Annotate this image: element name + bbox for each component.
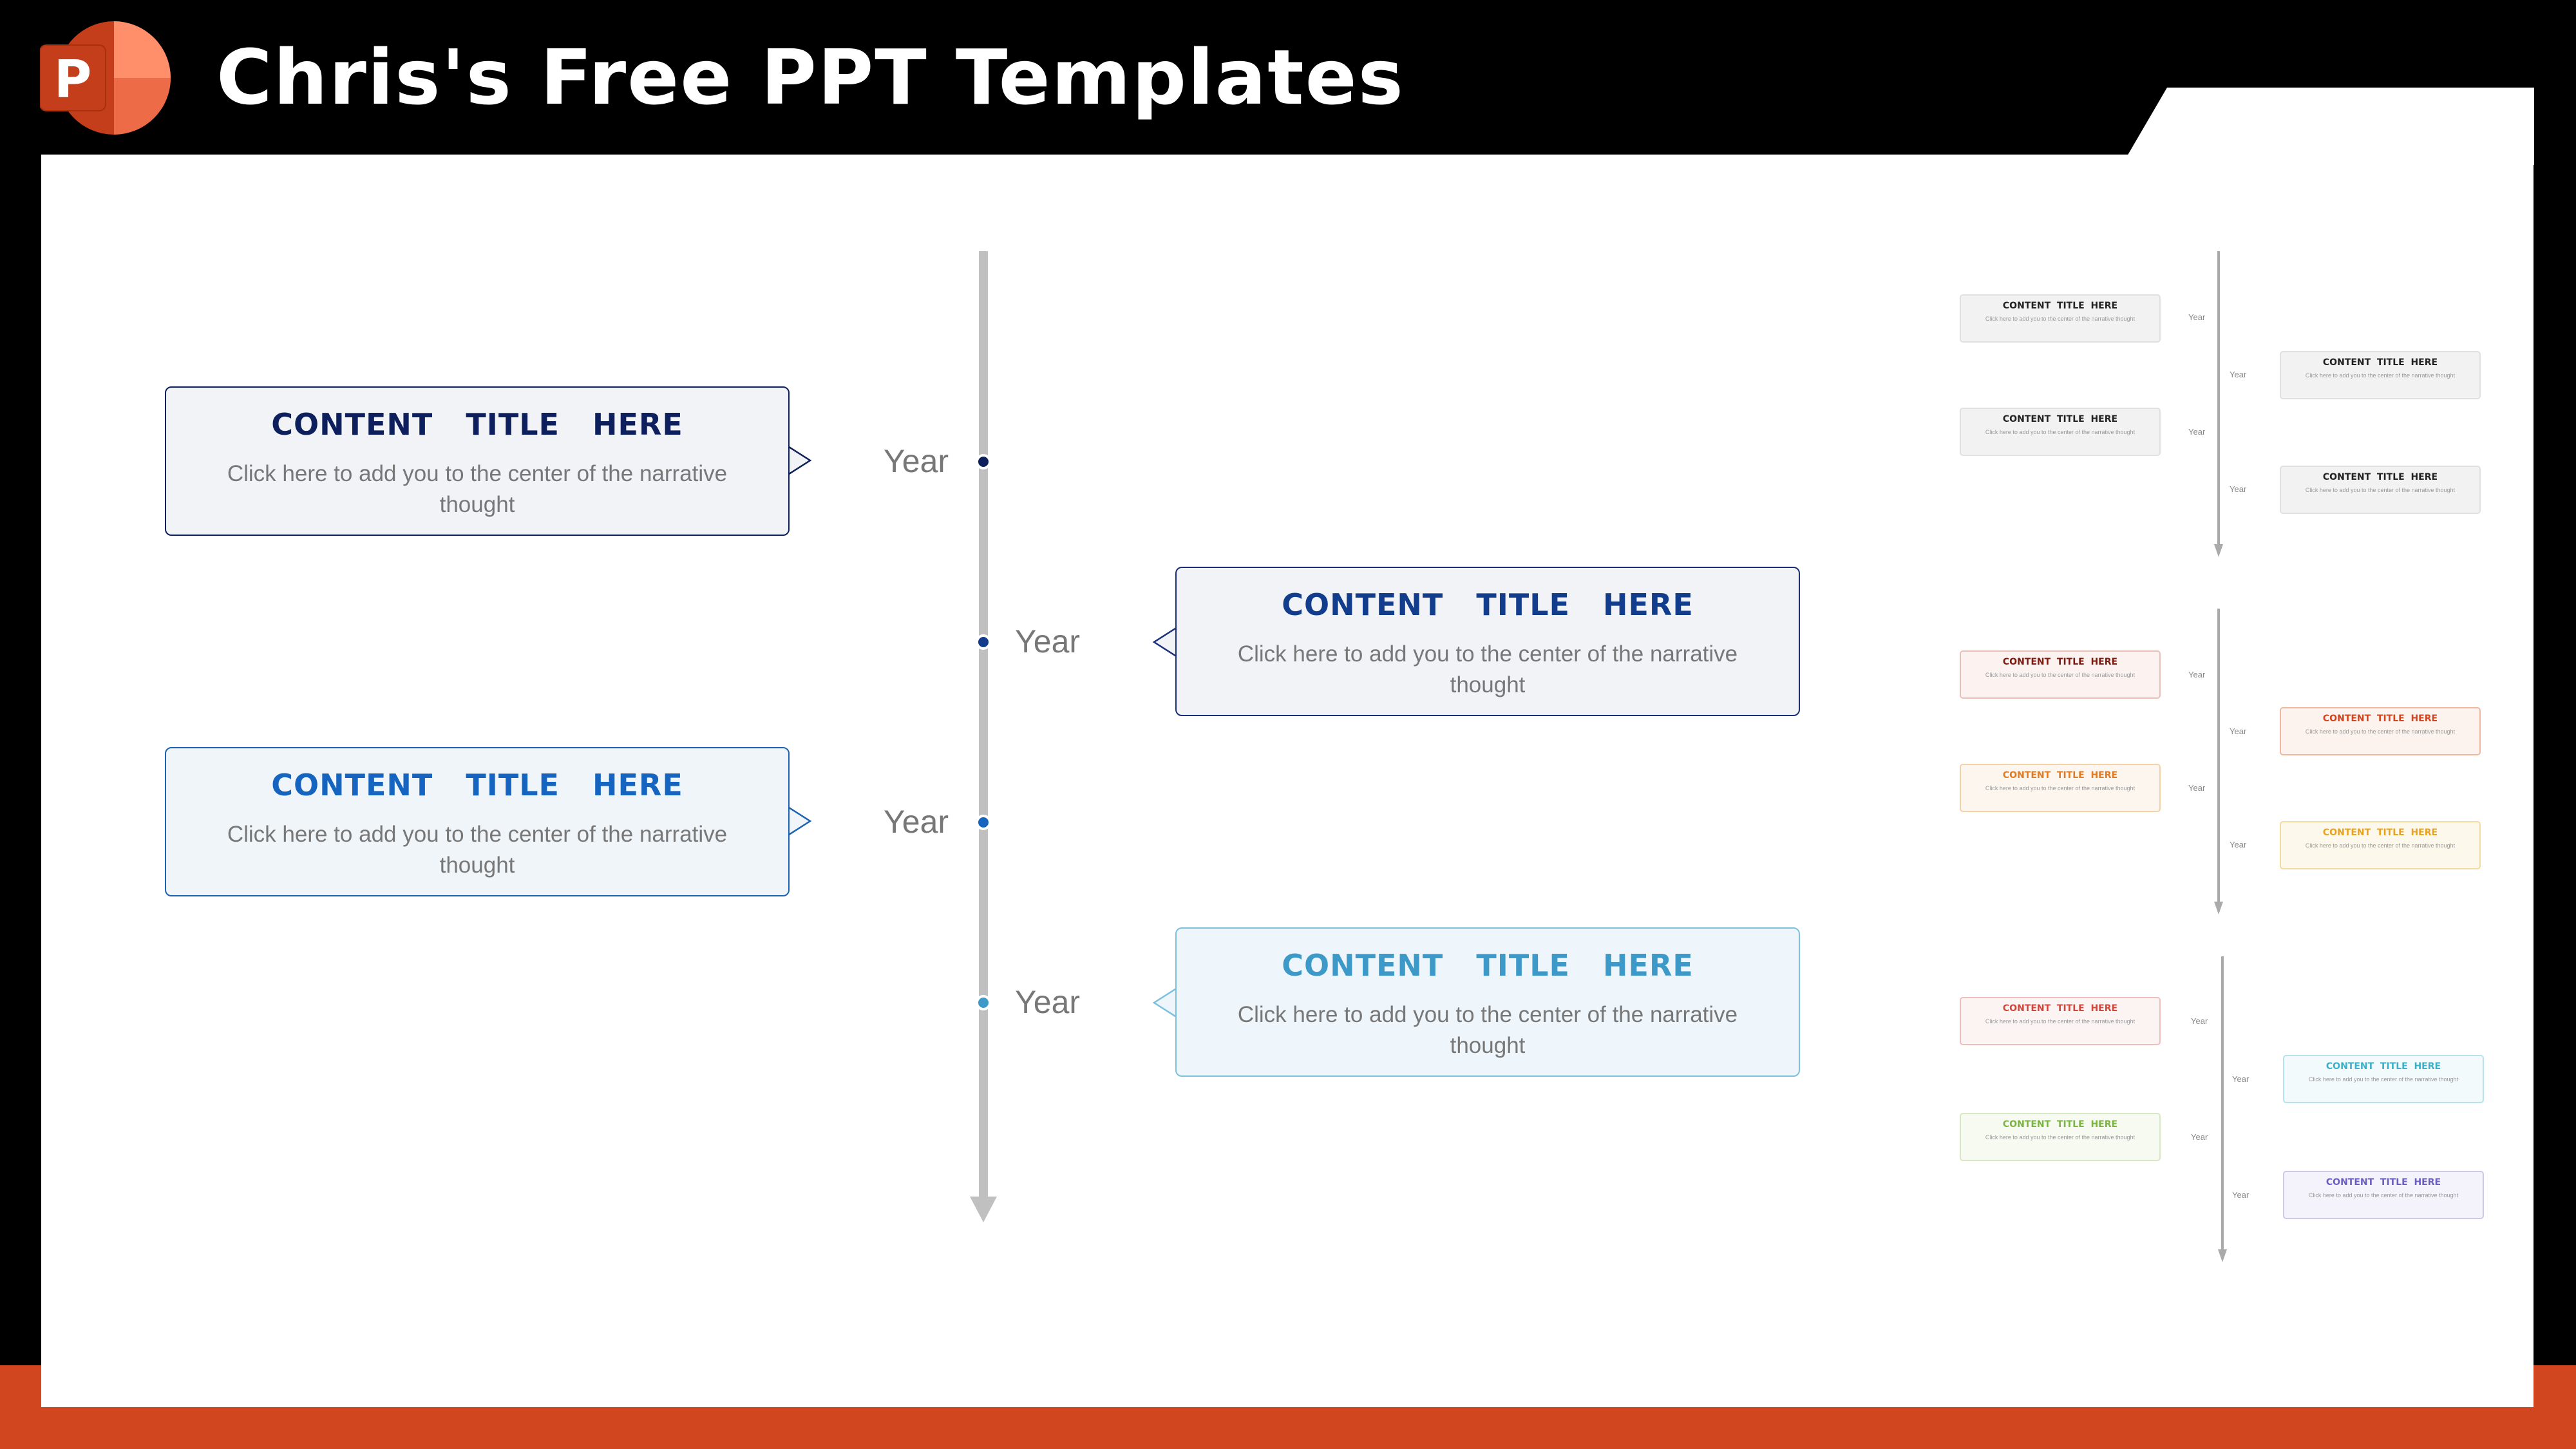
mini-timeline-axis xyxy=(2214,251,2223,557)
mini-card-title: CONTENT TITLE HERE xyxy=(2325,1177,2441,1188)
timeline-card[interactable]: CONTENT TITLE HERE Click here to add you… xyxy=(165,386,790,536)
mini-card[interactable]: CONTENT TITLE HERE Click here to add you … xyxy=(2280,466,2481,514)
mini-card[interactable]: CONTENT TITLE HERE Click here to add you … xyxy=(2280,351,2481,399)
mini-year: Year xyxy=(2191,1132,2208,1142)
card-title: CONTENT TITLE HERE xyxy=(271,407,683,442)
mini-card-title: CONTENT TITLE HERE xyxy=(2002,414,2118,424)
year-label: Year xyxy=(1015,984,1081,1020)
mini-card[interactable]: CONTENT TITLE HERE Click here to add you … xyxy=(2283,1171,2484,1219)
mini-year: Year xyxy=(2232,1074,2249,1084)
mini-card-text: Click here to add you to the center of t… xyxy=(1985,1018,2136,1025)
mini-card[interactable]: CONTENT TITLE HERE Click here to add you … xyxy=(1960,650,2161,699)
mini-card-text: Click here to add you to the center of t… xyxy=(1985,672,2136,678)
mini-card-title: CONTENT TITLE HERE xyxy=(2322,472,2438,482)
mini-card[interactable]: CONTENT TITLE HERE Click here to add you … xyxy=(1960,1113,2161,1161)
mini-year: Year xyxy=(2188,670,2206,679)
year-label: Year xyxy=(1015,623,1081,659)
mini-card-title: CONTENT TITLE HERE xyxy=(2002,657,2118,667)
card-title: CONTENT TITLE HERE xyxy=(1282,948,1694,983)
year-label: Year xyxy=(884,804,949,840)
card-text: Click here to add you to the center of t… xyxy=(227,822,728,878)
timeline-card[interactable]: CONTENT TITLE HERE Click here to add you… xyxy=(1175,927,1800,1077)
main-timeline-axis xyxy=(970,251,997,1222)
mini-card-title: CONTENT TITLE HERE xyxy=(2322,828,2438,838)
mini-year: Year xyxy=(2188,783,2206,793)
timeline-dot xyxy=(976,634,991,650)
mini-card[interactable]: CONTENT TITLE HERE Click here to add you … xyxy=(1960,408,2161,456)
mini-card-text: Click here to add you to the center of t… xyxy=(2305,842,2456,849)
card-title: CONTENT TITLE HERE xyxy=(1282,587,1694,622)
mini-card[interactable]: CONTENT TITLE HERE Click here to add you … xyxy=(2283,1055,2484,1103)
mini-year: Year xyxy=(2230,726,2247,736)
timeline-card[interactable]: CONTENT TITLE HERE Click here to add you… xyxy=(1175,567,1800,716)
card-pointer xyxy=(787,805,812,837)
mini-timeline-axis xyxy=(2218,956,2227,1262)
mini-card-text: Click here to add you to the center of t… xyxy=(2308,1076,2459,1083)
mini-card-title: CONTENT TITLE HERE xyxy=(2002,770,2118,781)
mini-year: Year xyxy=(2230,484,2247,494)
mini-card[interactable]: CONTENT TITLE HERE Click here to add you … xyxy=(2280,707,2481,755)
mini-year: Year xyxy=(2232,1190,2249,1200)
card-text: Click here to add you to the center of t… xyxy=(227,461,728,517)
card-text: Click here to add you to the center of t… xyxy=(1237,1002,1738,1058)
timeline-dot xyxy=(976,995,991,1010)
card-title: CONTENT TITLE HERE xyxy=(271,768,683,802)
timeline-dot xyxy=(976,454,991,469)
mini-card-text: Click here to add you to the center of t… xyxy=(2305,372,2456,379)
mini-card[interactable]: CONTENT TITLE HERE Click here to add you … xyxy=(1960,997,2161,1045)
mini-card[interactable]: CONTENT TITLE HERE Click here to add you … xyxy=(1960,764,2161,812)
site-title: Chris's Free PPT Templates xyxy=(216,33,1405,122)
mini-card-title: CONTENT TITLE HERE xyxy=(2322,714,2438,724)
card-pointer xyxy=(787,444,812,477)
card-pointer xyxy=(1152,626,1177,658)
mini-year: Year xyxy=(2230,370,2247,379)
mini-card-title: CONTENT TITLE HERE xyxy=(2002,301,2118,311)
mini-card-title: CONTENT TITLE HERE xyxy=(2325,1061,2441,1072)
mini-card-title: CONTENT TITLE HERE xyxy=(2002,1119,2118,1130)
mini-card-text: Click here to add you to the center of t… xyxy=(2305,728,2456,735)
mini-card-text: Click here to add you to the center of t… xyxy=(1985,316,2136,322)
mini-card-text: Click here to add you to the center of t… xyxy=(2308,1192,2459,1198)
slide-corner-tab xyxy=(2122,88,2534,165)
timeline-card[interactable]: CONTENT TITLE HERE Click here to add you… xyxy=(165,747,790,896)
mini-year: Year xyxy=(2188,427,2206,437)
mini-card[interactable]: CONTENT TITLE HERE Click here to add you … xyxy=(2280,821,2481,869)
card-text: Click here to add you to the center of t… xyxy=(1237,641,1738,697)
logo-letter: P xyxy=(54,50,92,109)
mini-year: Year xyxy=(2230,840,2247,849)
card-pointer xyxy=(1152,987,1177,1019)
timeline-dot xyxy=(976,815,991,830)
powerpoint-logo-icon: P xyxy=(40,21,171,135)
mini-year: Year xyxy=(2188,312,2206,322)
mini-card-text: Click here to add you to the center of t… xyxy=(1985,1134,2136,1141)
mini-card-text: Click here to add you to the center of t… xyxy=(1985,429,2136,435)
mini-card-text: Click here to add you to the center of t… xyxy=(1985,785,2136,791)
mini-year: Year xyxy=(2191,1016,2208,1026)
mini-card-title: CONTENT TITLE HERE xyxy=(2002,1003,2118,1014)
mini-card[interactable]: CONTENT TITLE HERE Click here to add you … xyxy=(1960,294,2161,343)
mini-card-text: Click here to add you to the center of t… xyxy=(2305,487,2456,493)
year-label: Year xyxy=(884,443,949,479)
mini-card-title: CONTENT TITLE HERE xyxy=(2322,357,2438,368)
mini-timeline-axis xyxy=(2214,609,2223,914)
